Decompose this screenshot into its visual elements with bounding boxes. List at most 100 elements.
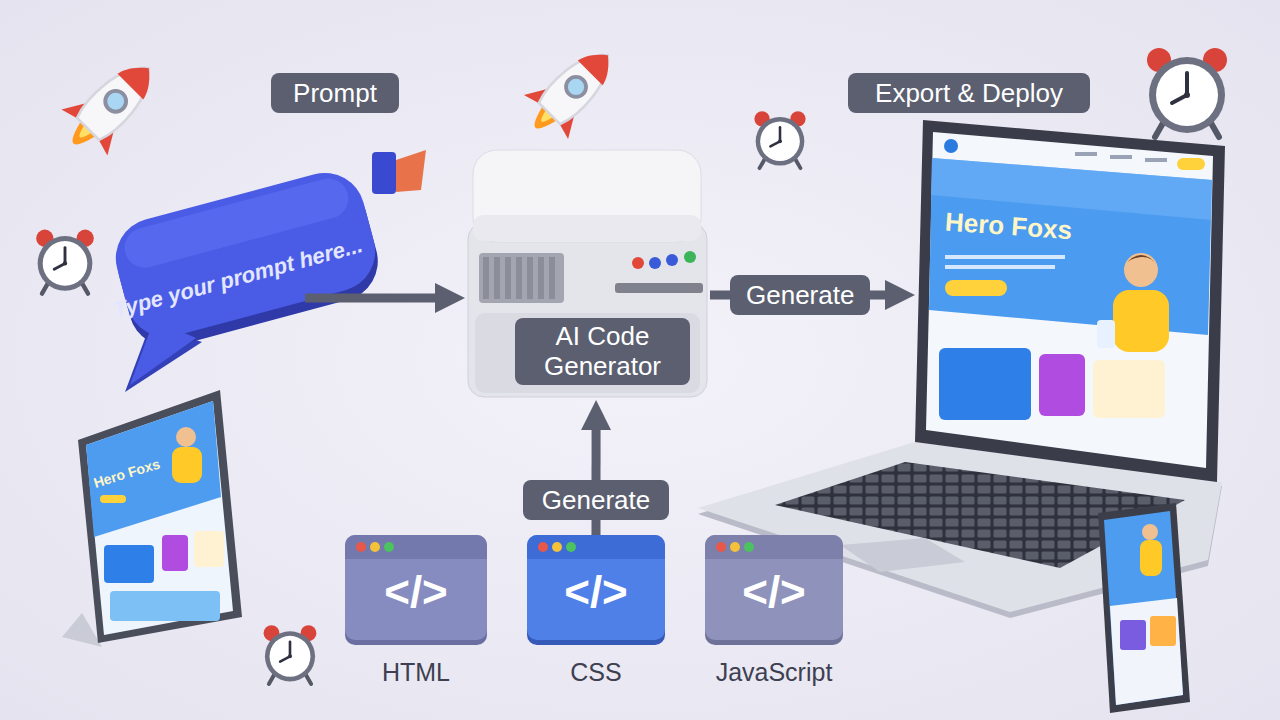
code-window-outline: [538, 542, 548, 552]
tablet-device-outline: [172, 447, 202, 483]
phone-frame: [1098, 503, 1190, 713]
code-window-outline: [527, 535, 665, 640]
code-window-outline: [345, 547, 487, 559]
laptop-screen-outline: [945, 265, 1055, 269]
laptop-touchpad: [840, 538, 965, 572]
code-generator-machine-outline: [494, 257, 500, 299]
code-window-outline: [345, 535, 487, 640]
send-icon: [372, 152, 396, 194]
language-label: JavaScript: [695, 657, 853, 687]
code-generator-machine-outline: [475, 313, 700, 393]
language-label: HTML: [335, 657, 497, 687]
code-generator-machine-outline: [684, 251, 696, 263]
step-pill: Export & Deploy: [848, 73, 1090, 113]
code-window-outline: [705, 547, 843, 559]
laptop-screen-outline: [1075, 152, 1097, 156]
code-generator-machine-outline: [615, 283, 703, 293]
laptop-screen-outline: [1145, 158, 1167, 162]
send-icon: [396, 150, 426, 192]
step-pill: Prompt: [271, 73, 399, 113]
code-window-outline: [705, 535, 843, 559]
code-generator-machine-outline: [473, 150, 701, 242]
laptop-screen-outline: [915, 120, 1225, 482]
code-generator-machine-outline: [483, 257, 489, 299]
clock-icon: [1147, 48, 1227, 137]
code-window-outline: [730, 542, 740, 552]
prompt-bubble: Type your prompt here...: [110, 140, 305, 340]
phone-device: [1098, 503, 1190, 713]
code-generator-machine-outline: [632, 257, 644, 269]
phone-screen: [1104, 511, 1183, 705]
flow-arrow: [305, 294, 445, 303]
laptop-screen-outline: [1097, 320, 1115, 348]
arrow-label: Generate: [730, 275, 870, 315]
code-symbol: </>: [345, 567, 487, 617]
laptop-screen-outline: [1124, 253, 1158, 287]
tablet-device-outline: [70, 385, 245, 645]
laptop-screen-outline: [1177, 158, 1205, 170]
code-generator-machine-outline: [505, 257, 511, 299]
tablet-device-outline: [162, 535, 188, 571]
laptop-screen-outline: [1039, 354, 1085, 416]
code-window-outline: [384, 542, 394, 552]
code-window-outline: [705, 535, 843, 640]
step-label: Export & Deploy: [848, 73, 1090, 113]
clock-icon: [264, 625, 317, 684]
generator-label: AI Code Generator: [515, 318, 690, 385]
tablet-device-outline: [104, 545, 154, 583]
code-window-outline: [370, 542, 380, 552]
tablet-device: Hero Foxs: [70, 385, 245, 645]
code-window-outline: [527, 547, 665, 559]
rocket-icon: [513, 33, 630, 150]
phone-card: [1120, 620, 1146, 650]
laptop-screen-outline: [915, 120, 1225, 480]
laptop-screen-outline: [926, 132, 1213, 468]
tablet-device-outline: [86, 401, 221, 537]
laptop-screen-outline: [1093, 360, 1165, 418]
tablet-device-outline: [86, 401, 233, 635]
code-generator-machine-outline: [549, 257, 555, 299]
clock-icon: [754, 111, 805, 168]
code-window-outline: [527, 535, 665, 559]
arrow-label: Generate: [523, 480, 669, 520]
prompt-bubble-outline: [130, 320, 196, 385]
tablet-device-outline: [176, 427, 196, 447]
laptop-screen-outline: [944, 139, 958, 153]
code-generator-machine-outline: [516, 257, 522, 299]
laptop-screen-outline: [939, 348, 1031, 420]
code-window-outline: [345, 535, 487, 559]
code-window-outline: [716, 542, 726, 552]
laptop-screen-outline: [929, 158, 1212, 335]
tablet-device-outline: [110, 591, 220, 621]
laptop-screen-outline: [1110, 155, 1132, 159]
code-window: </>CSS: [527, 535, 665, 685]
code-window: </>HTML: [345, 535, 487, 685]
code-generator-machine-outline: [473, 215, 701, 241]
code-window-outline: [566, 542, 576, 552]
code-generator-machine-outline: [649, 257, 661, 269]
phone-figure: [1140, 540, 1162, 576]
laptop-screen: Hero Foxs: [915, 120, 1225, 480]
code-window-outline: [744, 542, 754, 552]
clock-icon: [36, 230, 94, 294]
code-window-outline: [356, 542, 366, 552]
phone-card: [1150, 616, 1176, 646]
code-window-outline: [552, 542, 562, 552]
code-generator-machine-outline: [479, 253, 564, 303]
language-label: CSS: [517, 657, 675, 687]
laptop-screen-outline: [1113, 290, 1169, 352]
send-icon: [372, 150, 426, 194]
code-generator-machine-outline: [468, 223, 707, 397]
tablet-device-outline: [194, 531, 224, 567]
rocket-icon: [50, 45, 171, 166]
code-window: </>JavaScript: [705, 535, 843, 685]
code-generator-machine-outline: [538, 257, 544, 299]
laptop-screen-outline: [945, 280, 1007, 296]
code-symbol: </>: [527, 567, 665, 617]
code-generator-machine-outline: [527, 257, 533, 299]
code-symbol: </>: [705, 567, 843, 617]
code-generator-machine-outline: [666, 254, 678, 266]
step-label: Prompt: [271, 73, 399, 113]
